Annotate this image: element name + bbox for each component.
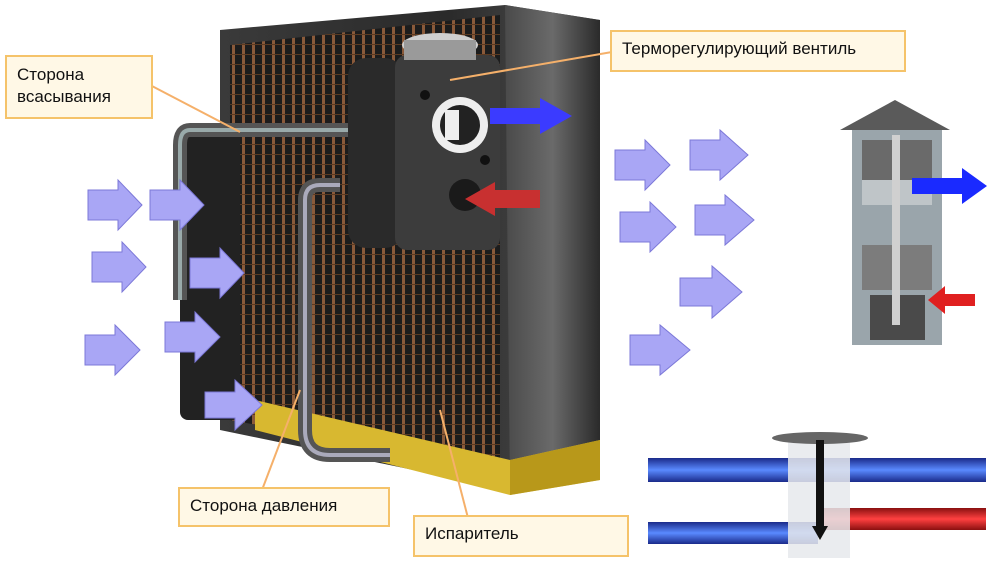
airflow-arrow-icon: [619, 200, 677, 254]
airflow-arrow-icon: [91, 240, 147, 294]
outlet-arrow-icon: [490, 98, 572, 134]
airflow-arrows-right: [614, 128, 755, 377]
airflow-arrow-icon: [87, 178, 143, 232]
airflow-arrow-icon: [679, 264, 743, 320]
valve-schematic: [648, 432, 986, 558]
evaporator-label: Испаритель: [413, 515, 629, 557]
airflow-arrow-icon: [204, 378, 263, 432]
expansion-valve: [348, 33, 500, 250]
airflow-arrow-icon: [629, 323, 691, 377]
airflow-arrow-icon: [189, 246, 245, 300]
pressure-side-label: Сторона давления: [178, 487, 390, 527]
leader-lines: [149, 51, 613, 519]
airflow-arrow-icon: [614, 138, 671, 192]
airflow-arrow-icon: [164, 310, 221, 364]
airflow-arrow-icon: [689, 128, 749, 182]
valve-cross-section-icon: [840, 100, 987, 345]
expansion-valve-label: Терморегулирующий вентиль: [610, 30, 906, 72]
airflow-arrow-icon: [694, 193, 755, 247]
airflow-arrows-left: [84, 178, 263, 432]
airflow-arrow-icon: [149, 178, 205, 232]
suction-side-label: Сторона всасывания: [5, 55, 153, 119]
inlet-arrow-icon: [465, 182, 540, 216]
pipes: [173, 123, 390, 462]
airflow-arrow-icon: [84, 323, 141, 377]
